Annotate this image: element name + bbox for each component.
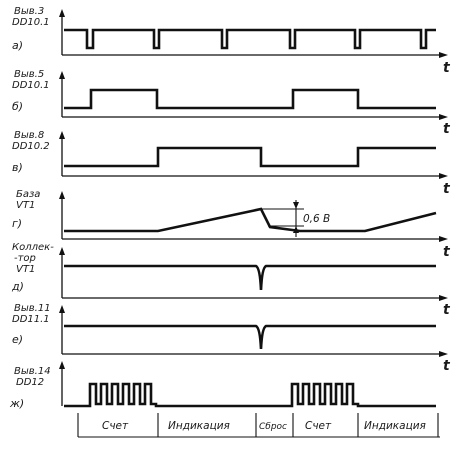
- row-f-time-axis-arrow: [439, 351, 448, 357]
- row-f-time-label: t: [443, 358, 451, 374]
- row-c-signal-line2: DD10.2: [12, 141, 50, 152]
- row-b-signal-line1: Выв.5: [14, 69, 44, 80]
- row-f-letter: е): [12, 333, 23, 346]
- row-e-time-label: t: [443, 302, 451, 318]
- row-c: Выв.8 DD10.2 в) t: [12, 130, 451, 197]
- row-a-waveform: [64, 28, 436, 50]
- row-e-value-axis-arrow: [59, 247, 65, 255]
- row-d-letter: г): [12, 217, 22, 230]
- row-d-signal-line1: База: [16, 189, 40, 200]
- row-e: Коллек- -тор VT1 д) t: [11, 242, 451, 318]
- phase-label-count-2: Счет: [305, 420, 332, 432]
- row-c-signal-line1: Выв.8: [14, 130, 44, 141]
- row-a-letter: a): [12, 39, 23, 52]
- row-g-value-axis-arrow: [59, 361, 65, 369]
- row-d: База VT1 г) t 0,6 В: [12, 189, 451, 260]
- row-a: Выв.3 DD10.1 a) t: [12, 6, 451, 76]
- row-c-waveform: [64, 146, 436, 168]
- row-e-time-axis-arrow: [439, 295, 448, 301]
- row-c-time-label: t: [443, 181, 451, 197]
- voltage-annotation: 0,6 В: [303, 213, 330, 225]
- row-b-letter: б): [12, 100, 23, 113]
- row-c-letter: в): [12, 161, 23, 174]
- row-d-signal-line2: VT1: [16, 200, 35, 211]
- row-e-signal-line3: VT1: [16, 264, 35, 275]
- row-f-waveform: [64, 324, 436, 350]
- row-b-value-axis-arrow: [59, 71, 65, 79]
- row-f-signal-line1: Выв.11: [14, 303, 51, 314]
- row-b-waveform: [64, 88, 436, 110]
- row-e-letter: д): [11, 280, 24, 293]
- row-b-time-label: t: [443, 121, 451, 137]
- row-c-value-axis-arrow: [59, 131, 65, 139]
- row-f-signal-line2: DD11.1: [12, 314, 50, 325]
- row-g-signal-line1: Выв.14: [14, 366, 51, 377]
- phase-strip: Счет Индикация Сброс Счет Индикация: [77, 413, 440, 438]
- row-d-value-axis-arrow: [59, 191, 65, 199]
- phase-label-count-1: Счет: [102, 420, 129, 432]
- voltage-arrow-down: [293, 226, 299, 233]
- row-e-signal-line1: Коллек-: [12, 242, 54, 253]
- phase-label-display-1: Индикация: [168, 420, 230, 432]
- row-b-signal-line2: DD10.1: [12, 80, 50, 91]
- row-b-time-axis-arrow: [439, 114, 448, 120]
- row-a-value-axis-arrow: [59, 9, 65, 17]
- row-b: Выв.5 DD10.1 б) t: [12, 69, 451, 137]
- row-a-time-axis-arrow: [439, 52, 448, 58]
- row-d-time-axis-arrow: [439, 236, 448, 242]
- row-a-time-label: t: [443, 60, 451, 76]
- row-f: Выв.11 DD11.1 е) t: [12, 303, 451, 374]
- row-a-signal-line2: DD10.1: [12, 17, 50, 28]
- row-e-waveform: [64, 264, 436, 291]
- phase-label-reset: Сброс: [259, 422, 287, 432]
- row-g-waveform: [64, 382, 436, 408]
- row-e-signal-line2: -тор: [14, 253, 36, 264]
- row-f-value-axis-arrow: [59, 305, 65, 313]
- row-g-letter: ж): [9, 397, 24, 410]
- row-g: Выв.14 DD12 ж): [9, 361, 436, 410]
- row-c-time-axis-arrow: [439, 173, 448, 179]
- voltage-arrow-up: [293, 202, 299, 209]
- phase-label-display-2: Индикация: [364, 420, 426, 432]
- row-g-signal-line2: DD12: [16, 377, 44, 388]
- row-a-signal-line1: Выв.3: [14, 6, 44, 17]
- row-d-time-label: t: [443, 244, 451, 260]
- row-d-waveform: [64, 207, 437, 233]
